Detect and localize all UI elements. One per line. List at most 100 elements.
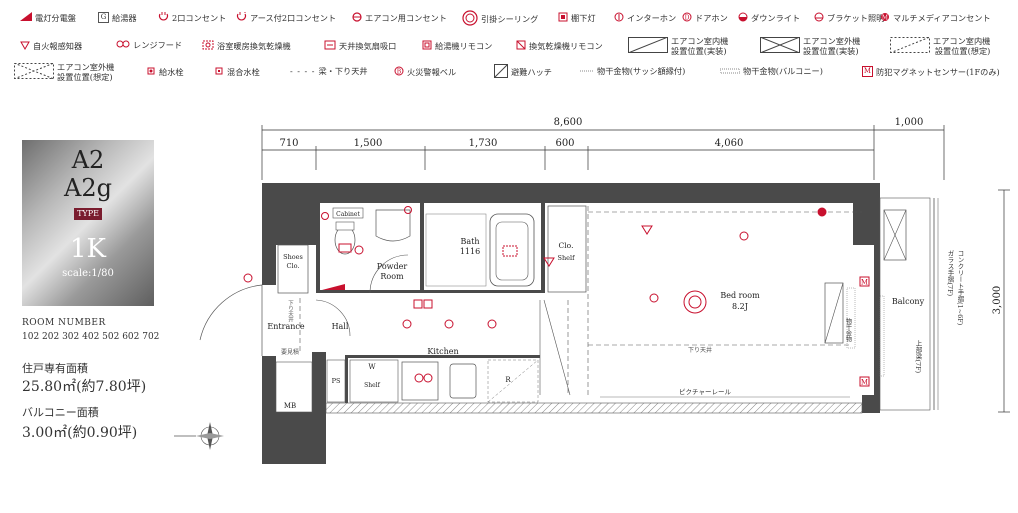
layout-label: 1K: [70, 234, 106, 264]
entrance-door: [199, 284, 263, 356]
legend-item: アース付2口コンセント: [236, 11, 336, 24]
balcony-area-value: 3.00㎡(約0.90坪): [22, 425, 138, 441]
dimension-segment: 4,060: [715, 138, 744, 149]
magnet-sensor-glyph: M: [861, 379, 868, 387]
doorphone-icon: D: [682, 12, 692, 24]
mixing-tap-icon: [214, 66, 224, 78]
sliding-doors: [315, 299, 571, 396]
ps-label: PS: [332, 377, 341, 385]
downlight-icon: [738, 12, 748, 24]
sash-hanger-icon: [580, 66, 594, 76]
bath-dryer-icon: [502, 245, 518, 257]
room-number-title: ROOM NUMBER: [22, 318, 106, 328]
legend-item: エアコン室外機設置位置(実装): [759, 36, 860, 56]
walls: [262, 183, 880, 464]
floor-area-title: 住戸専有面積: [22, 362, 88, 375]
closet: [547, 205, 587, 293]
dimension-segment: 1,730: [469, 138, 498, 149]
svg-text:D: D: [685, 15, 690, 22]
svg-text:M: M: [882, 15, 888, 22]
ac-indoor-planned-icon: [889, 36, 931, 55]
ac-outdoor-planned-icon: [13, 62, 55, 81]
sash-hanger: [846, 287, 856, 349]
drop-ceiling-lines: [299, 206, 862, 395]
legend-item: 電灯分電盤: [20, 12, 76, 23]
ps-shaft: [326, 359, 346, 403]
range-hood-icon: [116, 40, 130, 50]
outlet-icon: [158, 12, 169, 24]
dimension-segment: 1,500: [354, 138, 383, 149]
downlight-icon: [354, 245, 364, 255]
downlight-icon: [649, 293, 659, 303]
legend-item: エアコン室内機設置位置(想定): [889, 36, 990, 56]
fridge-space: [487, 359, 539, 403]
fridge-diagonal: [487, 359, 539, 403]
clo-label: Clo.: [559, 241, 574, 250]
shoes-closet: [277, 244, 309, 294]
mb-closet: [275, 361, 313, 413]
ac-outlet-icon: [352, 12, 362, 24]
glass-rail-note: ガラス手摺(7F): [946, 250, 954, 297]
balcony-hanger: [879, 295, 885, 377]
entrance-label: Entrance: [267, 322, 304, 331]
washer-space: [349, 359, 399, 403]
hall-label: Hall: [332, 322, 349, 331]
powder-label: Powder: [377, 262, 408, 271]
dryer-remote-icon: [413, 299, 423, 309]
multimedia-outlet-icon: [817, 207, 827, 217]
legend-item: 給水栓: [146, 66, 184, 78]
mb-label: MB: [284, 402, 296, 410]
ac-indoor-installed-icon: [627, 36, 669, 55]
dimension-segment: 710: [279, 138, 298, 149]
intercom-icon: [243, 273, 253, 283]
entry-step-note: 要見積: [281, 348, 299, 356]
heater-remote-icon: [423, 299, 433, 309]
legend-item: レンジフード: [116, 40, 182, 50]
shoes-label: Shoes: [283, 253, 303, 261]
panel-icon: [20, 12, 32, 23]
bathtub: [489, 213, 535, 287]
downlight-icon: [402, 319, 412, 329]
legend-item: 物干金物(バルコニー): [719, 66, 823, 76]
bracket-light-icon: [814, 12, 824, 24]
panel-icon: [322, 284, 345, 290]
r-label: R: [505, 376, 511, 384]
shoes-clo-label: Clo.: [287, 262, 300, 270]
w-shelf-label: Shelf: [364, 382, 380, 389]
scale-label: scale:1/80: [62, 268, 114, 279]
ac-indoor-diagonal: [824, 282, 844, 344]
dimension-height: 3,000: [992, 286, 1003, 315]
intercom-icon: [614, 12, 624, 24]
hanger-note: 物干金物: [845, 317, 852, 343]
balcony-band: [325, 402, 863, 414]
legend-item: エアコン室内機設置位置(実装): [627, 36, 728, 56]
magnet-sensor-icon: [859, 276, 870, 287]
kitchen-label: Kitchen: [427, 347, 458, 356]
downlight-icon: [444, 319, 454, 329]
earth-outlet-icon: [236, 11, 247, 24]
bathtub-inner: [495, 221, 529, 281]
dimension-total: 8,600: [554, 117, 583, 128]
legend-item: 給湯機リモコン: [422, 40, 492, 52]
shelf-light-icon: [558, 12, 568, 24]
dimension-segment: 600: [555, 138, 574, 149]
dimension-lines: [261, 125, 1010, 413]
ceiling-hook-icon: [683, 290, 707, 314]
bracket-light-icon: [321, 212, 329, 220]
magnet-sensor-icon: M: [862, 66, 873, 77]
unit-type-primary: A2: [71, 146, 105, 174]
legend-item: エアコン室外機設置位置(想定): [13, 62, 114, 82]
legend-item: 浴室暖房換気乾燥機: [202, 40, 291, 52]
legend-item: ブラケット照明: [814, 12, 884, 24]
dryer-remote-icon: [516, 40, 526, 52]
range-hood-icon: [423, 373, 433, 383]
picture-rail-note: ピクチャーレール: [679, 388, 731, 396]
ac-outdoor-installed-icon: [759, 36, 801, 55]
drop-ceiling-small-note: 下り天井: [287, 300, 294, 324]
floor-area-value: 25.80㎡(約7.80坪): [22, 379, 147, 395]
ceiling-fan-icon: [338, 243, 352, 253]
